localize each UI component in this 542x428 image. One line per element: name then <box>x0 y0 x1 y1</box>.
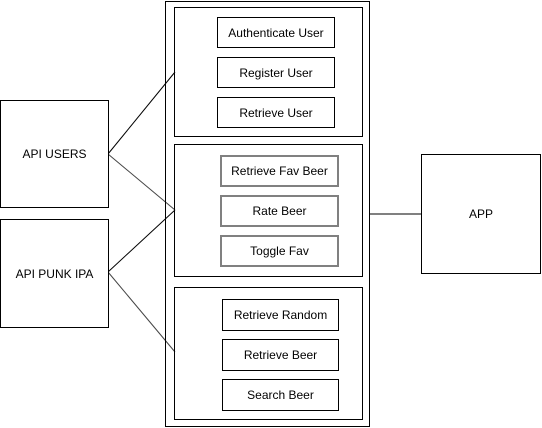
app-label: APP <box>468 207 493 221</box>
retrieve-random-label: Retrieve Random <box>233 308 328 322</box>
favorites-group <box>174 144 363 277</box>
services-container <box>165 1 370 427</box>
retrieve-user-node: Retrieve User <box>217 97 335 128</box>
connector-api-punk-ipa-to-favorites-group <box>107 209 176 273</box>
register-user-node: Register User <box>217 57 335 88</box>
api-punk-ipa-label: API PUNK IPA <box>15 266 94 281</box>
api-punk-ipa-node: API PUNK IPA <box>0 219 109 328</box>
retrieve-beer-node: Retrieve Beer <box>222 339 339 371</box>
toggle-fav-node: Toggle Fav <box>220 235 339 267</box>
app-node: APP <box>421 154 541 274</box>
search-beer-label: Search Beer <box>247 388 314 402</box>
connector-api-users-to-favorites-group <box>107 153 176 211</box>
retrieve-beer-label: Retrieve Beer <box>243 348 318 362</box>
authenticate-user-label: Authenticate User <box>228 25 324 40</box>
retrieve-random-node: Retrieve Random <box>222 299 339 331</box>
toggle-fav-label: Toggle Fav <box>250 244 309 258</box>
users-group <box>174 7 363 137</box>
register-user-label: Register User <box>239 65 313 80</box>
beers-group <box>174 287 363 420</box>
api-users-label: API USERS <box>22 147 87 161</box>
retrieve-fav-beer-label: Retrieve Fav Beer <box>231 164 328 178</box>
rate-beer-label: Rate Beer <box>252 204 307 218</box>
retrieve-fav-beer-node: Retrieve Fav Beer <box>220 155 339 187</box>
retrieve-user-label: Retrieve User <box>239 105 313 120</box>
connector-api-punk-ipa-to-beers-group <box>107 271 176 353</box>
search-beer-node: Search Beer <box>222 379 339 411</box>
connector-api-users-to-users-group <box>107 71 176 155</box>
rate-beer-node: Rate Beer <box>220 195 339 227</box>
authenticate-user-node: Authenticate User <box>217 17 335 48</box>
api-users-node: API USERS <box>0 100 109 208</box>
